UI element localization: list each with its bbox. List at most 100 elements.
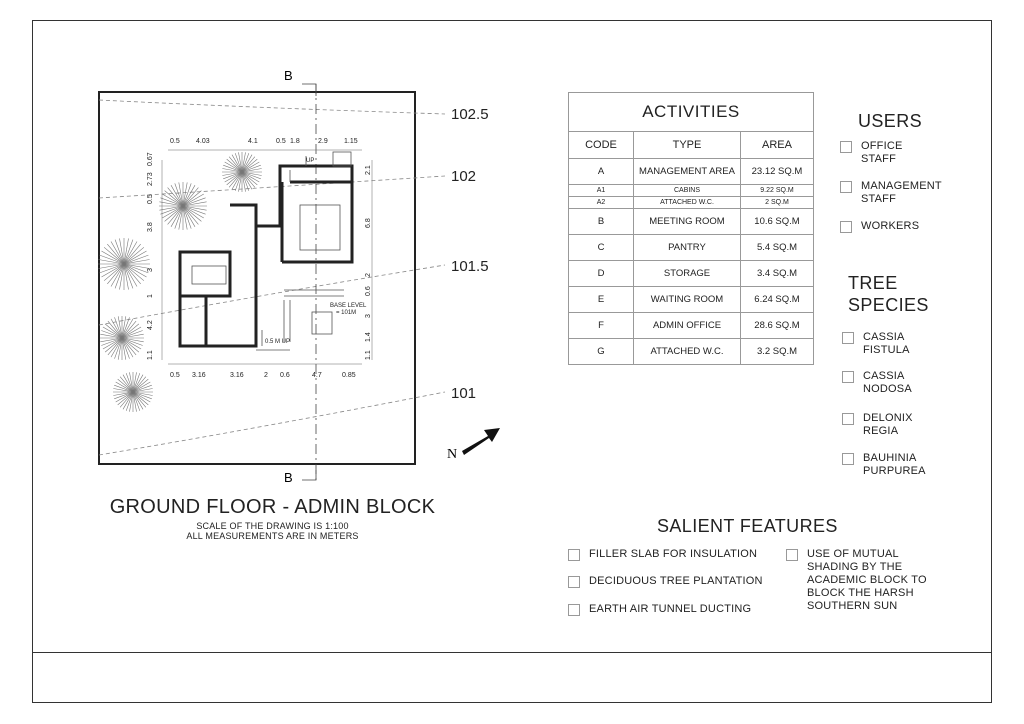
tree-stroke bbox=[122, 391, 134, 410]
checkbox[interactable] bbox=[786, 549, 798, 561]
tree-stroke bbox=[121, 320, 137, 339]
tree-stroke bbox=[132, 391, 147, 408]
checkbox[interactable] bbox=[842, 332, 854, 344]
dimension-label: 4.7 bbox=[312, 372, 322, 379]
tree-stroke bbox=[121, 337, 134, 358]
activity-type: ATTACHED W.C. bbox=[633, 338, 741, 365]
header-code: CODE bbox=[568, 131, 634, 159]
tree-stroke bbox=[132, 391, 137, 412]
tree-stroke bbox=[164, 205, 184, 222]
dimension-label: 0.5 bbox=[147, 194, 154, 204]
tree-stroke bbox=[241, 168, 262, 173]
tree-stroke bbox=[123, 247, 145, 265]
dimension-label: 3 bbox=[365, 314, 372, 318]
checkbox[interactable] bbox=[568, 549, 580, 561]
activity-area: 3.4 SQ.M bbox=[740, 260, 814, 287]
checkbox[interactable] bbox=[840, 221, 852, 233]
activity-area: 6.24 SQ.M bbox=[740, 286, 814, 313]
tree-stroke bbox=[241, 164, 261, 173]
tree-stroke bbox=[182, 205, 199, 225]
tree-stroke bbox=[117, 378, 134, 393]
tree-stroke bbox=[178, 182, 184, 207]
section-mark-top: B bbox=[284, 68, 293, 83]
feature-label: USE OF MUTUAL SHADING BY THE ACADEMIC BL… bbox=[807, 548, 927, 612]
dimension-label: 3.16 bbox=[192, 372, 206, 379]
tree-stroke bbox=[123, 263, 129, 290]
feature-item[interactable]: EARTH AIR TUNNEL DUCTING bbox=[568, 603, 751, 616]
tree-stroke bbox=[114, 391, 134, 400]
tree-stroke bbox=[121, 326, 142, 339]
tree-stroke bbox=[123, 263, 141, 285]
header-type: TYPE bbox=[633, 131, 741, 159]
tree-stroke bbox=[125, 391, 134, 411]
checkbox[interactable] bbox=[840, 141, 852, 153]
tree-stroke bbox=[231, 154, 243, 173]
tree-stroke bbox=[121, 333, 144, 339]
tree-stroke bbox=[104, 337, 123, 353]
tree-stroke bbox=[123, 263, 150, 269]
checkbox[interactable] bbox=[568, 604, 580, 616]
tree-stroke bbox=[224, 161, 243, 173]
tree-stroke bbox=[114, 384, 134, 393]
tree-option[interactable]: BAUHINIA PURPUREA bbox=[842, 452, 926, 478]
tree-stroke bbox=[100, 337, 123, 343]
dimension-label: 1 bbox=[147, 294, 154, 298]
tree-stroke bbox=[114, 337, 123, 359]
tree-stroke bbox=[98, 259, 125, 265]
dimension-label: 2.1 bbox=[365, 165, 372, 175]
tree-stroke bbox=[102, 337, 123, 350]
checkbox[interactable] bbox=[842, 413, 854, 425]
tree-stroke bbox=[170, 205, 184, 227]
feature-item-mutual-shading[interactable]: USE OF MUTUAL SHADING BY THE ACADEMIC BL… bbox=[786, 548, 927, 613]
tree-stroke bbox=[101, 263, 125, 278]
tree-stroke bbox=[129, 391, 134, 412]
activity-area: 5.4 SQ.M bbox=[740, 234, 814, 261]
checkbox[interactable] bbox=[568, 576, 580, 588]
dimension-label: 4.1 bbox=[248, 138, 258, 145]
tree-stroke bbox=[119, 238, 125, 265]
tree-stroke bbox=[117, 391, 134, 406]
feature-item[interactable]: FILLER SLAB FOR INSULATION bbox=[568, 548, 757, 561]
tree-stroke bbox=[121, 337, 144, 343]
tree-stroke bbox=[123, 238, 129, 265]
tree-stroke bbox=[241, 171, 262, 176]
dimension-label: 0.67 bbox=[147, 152, 154, 166]
feature-item[interactable]: DECIDUOUS TREE PLANTATION bbox=[568, 575, 763, 588]
activity-code: A1 bbox=[568, 184, 634, 197]
checkbox[interactable] bbox=[842, 371, 854, 383]
tree-stroke bbox=[107, 243, 125, 265]
tree-stroke bbox=[241, 158, 258, 173]
tree-option[interactable]: DELONIX REGIA bbox=[842, 412, 913, 438]
user-option[interactable]: OFFICE STAFF bbox=[840, 140, 903, 166]
tree-option[interactable]: CASSIA FISTULA bbox=[842, 331, 910, 357]
tree-stroke bbox=[241, 152, 246, 173]
tree-stroke bbox=[117, 337, 123, 360]
activity-area: 10.6 SQ.M bbox=[740, 208, 814, 235]
activity-code: A bbox=[568, 158, 634, 185]
tree-stroke bbox=[174, 205, 184, 229]
tree-stroke bbox=[228, 156, 243, 173]
activity-code: G bbox=[568, 338, 634, 365]
tree-stroke bbox=[101, 250, 125, 265]
tree-stroke bbox=[234, 171, 243, 191]
dimension-label: 2.73 bbox=[147, 172, 154, 186]
tree-stroke bbox=[162, 193, 184, 207]
tree-stroke bbox=[167, 187, 184, 207]
base-level-label: BASE LEVEL bbox=[330, 303, 367, 309]
tree-stroke bbox=[182, 205, 204, 219]
tree-stroke bbox=[132, 391, 153, 396]
checkbox[interactable] bbox=[842, 453, 854, 465]
activity-area: 9.22 SQ.M bbox=[740, 184, 814, 197]
tree-stroke bbox=[123, 250, 147, 265]
tree-option[interactable]: CASSIA NODOSA bbox=[842, 370, 912, 396]
tree-stroke bbox=[114, 317, 123, 339]
checkbox-label: MANAGEMENT STAFF bbox=[861, 180, 942, 205]
user-option[interactable]: MANAGEMENT STAFF bbox=[840, 180, 942, 206]
checkbox[interactable] bbox=[840, 181, 852, 193]
activity-type: ADMIN OFFICE bbox=[633, 312, 741, 339]
user-option[interactable]: WORKERS bbox=[840, 220, 919, 233]
